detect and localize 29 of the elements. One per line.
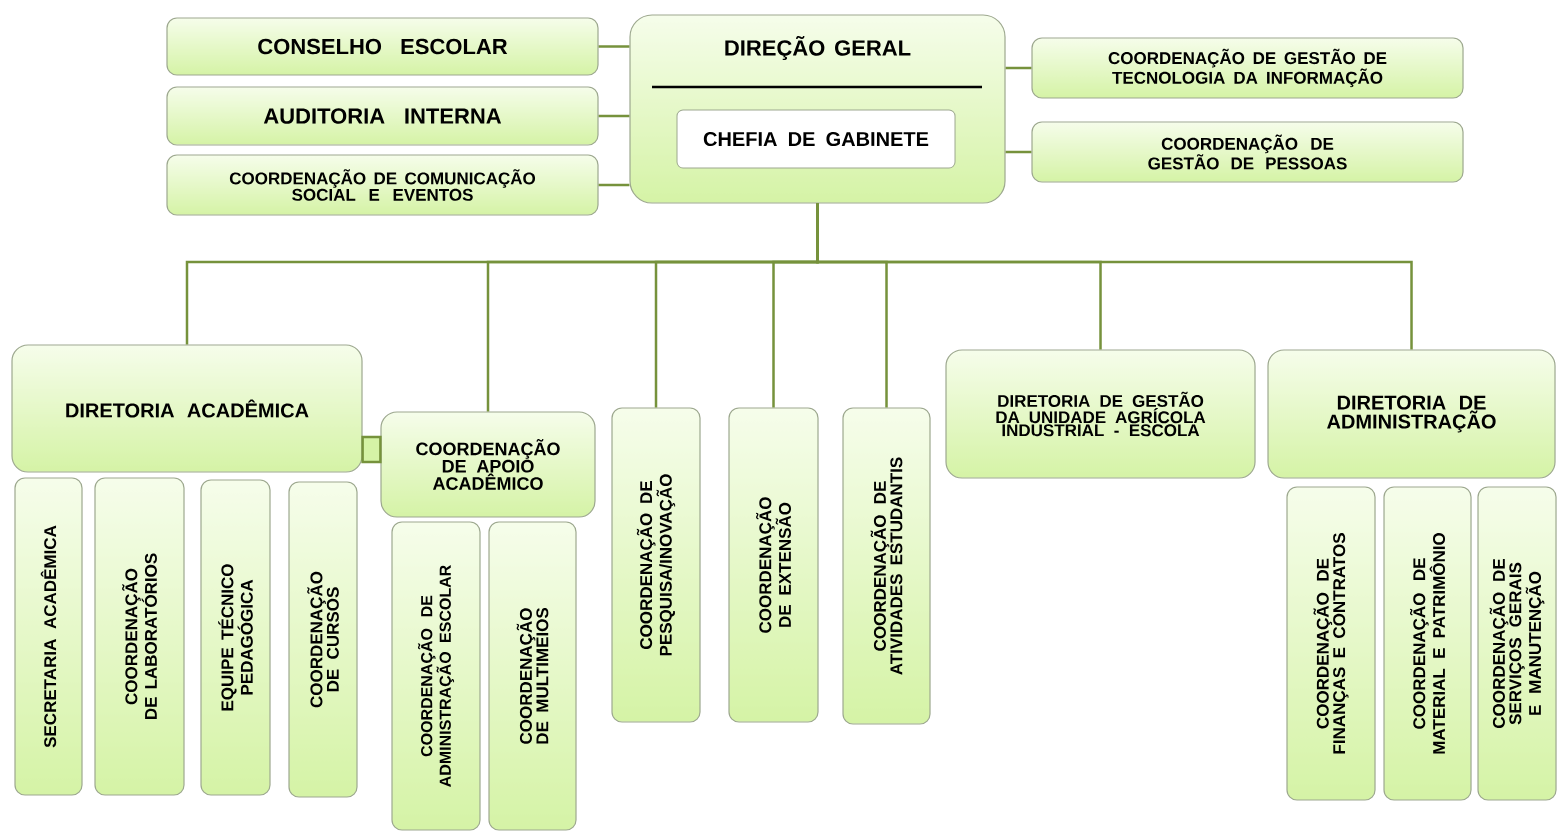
connector-line (816, 203, 1413, 350)
unit-box: DIRETORIA DE GESTÃO DA UNIDADE AGRÍCOLA INDUSTRIAL - ESCOLA (945, 349, 1256, 479)
unit-box: CONSELHO ESCOLAR (166, 17, 599, 76)
office-box: CHEFIA DE GABINETE (676, 109, 956, 169)
unit-box: COORDENAÇÃO DE EXTENSÃO (728, 407, 819, 723)
unit-box: SECRETARIA ACADÊMICA (14, 477, 83, 796)
unit-box: COORDENAÇÃO DE COMUNICAÇÃO SOCIAL E EVENTOS (166, 154, 599, 216)
connector-line (598, 114, 630, 118)
unit-box: AUDITORIA INTERNA (166, 86, 599, 146)
unit-box: COORDENAÇÃO DE APOIO ACADÊMICO (380, 411, 596, 518)
unit-box: COORDENAÇÃO DE FINANÇAS E CONTRATOS (1286, 486, 1376, 801)
unit-box: COORDENAÇÃO DE PESQUISA/INOVAÇÃO (611, 407, 701, 723)
unit-box: COORDENAÇÃO DE SERVIÇOS GERAIS E MANUTENÇÃO (1477, 486, 1557, 801)
unit-box: DIRETORIA DE ADMINISTRAÇÃO (1267, 349, 1556, 479)
unit-box: COORDENAÇÃO DE GESTÃO DE TECNOLOGIA DA INFORMAÇÃO (1031, 37, 1464, 99)
connector-line (1005, 66, 1032, 70)
unit-box: EQUIPE TÉCNICO PEDAGÓGICA (200, 479, 271, 796)
unit-box: COORDENAÇÃO DE GESTÃO DE PESSOAS (1031, 121, 1464, 183)
unit-box: COORDENAÇÃO DE LABORATÓRIOS (94, 477, 185, 796)
connector-line (598, 183, 630, 187)
connector-line (361, 435, 382, 464)
connector-line (598, 45, 630, 48)
unit-box: COORDENAÇÃO DE MATERIAL E PATRIMÔNIO (1383, 486, 1472, 801)
unit-box: COORDENAÇÃO DE CURSOS (288, 481, 358, 798)
unit-box: COORDENAÇÃO DE ADMINISTRAÇÃO ESCOLAR (391, 521, 481, 831)
unit-box: COORDENAÇÃO DE MULTIMEIOS (488, 521, 577, 831)
unit-box: DIRETORIA ACADÊMICA (11, 344, 363, 473)
connector-line (1005, 150, 1032, 154)
unit-box: COORDENAÇÃO DE ATIVIDADES ESTUDANTIS (842, 407, 931, 725)
